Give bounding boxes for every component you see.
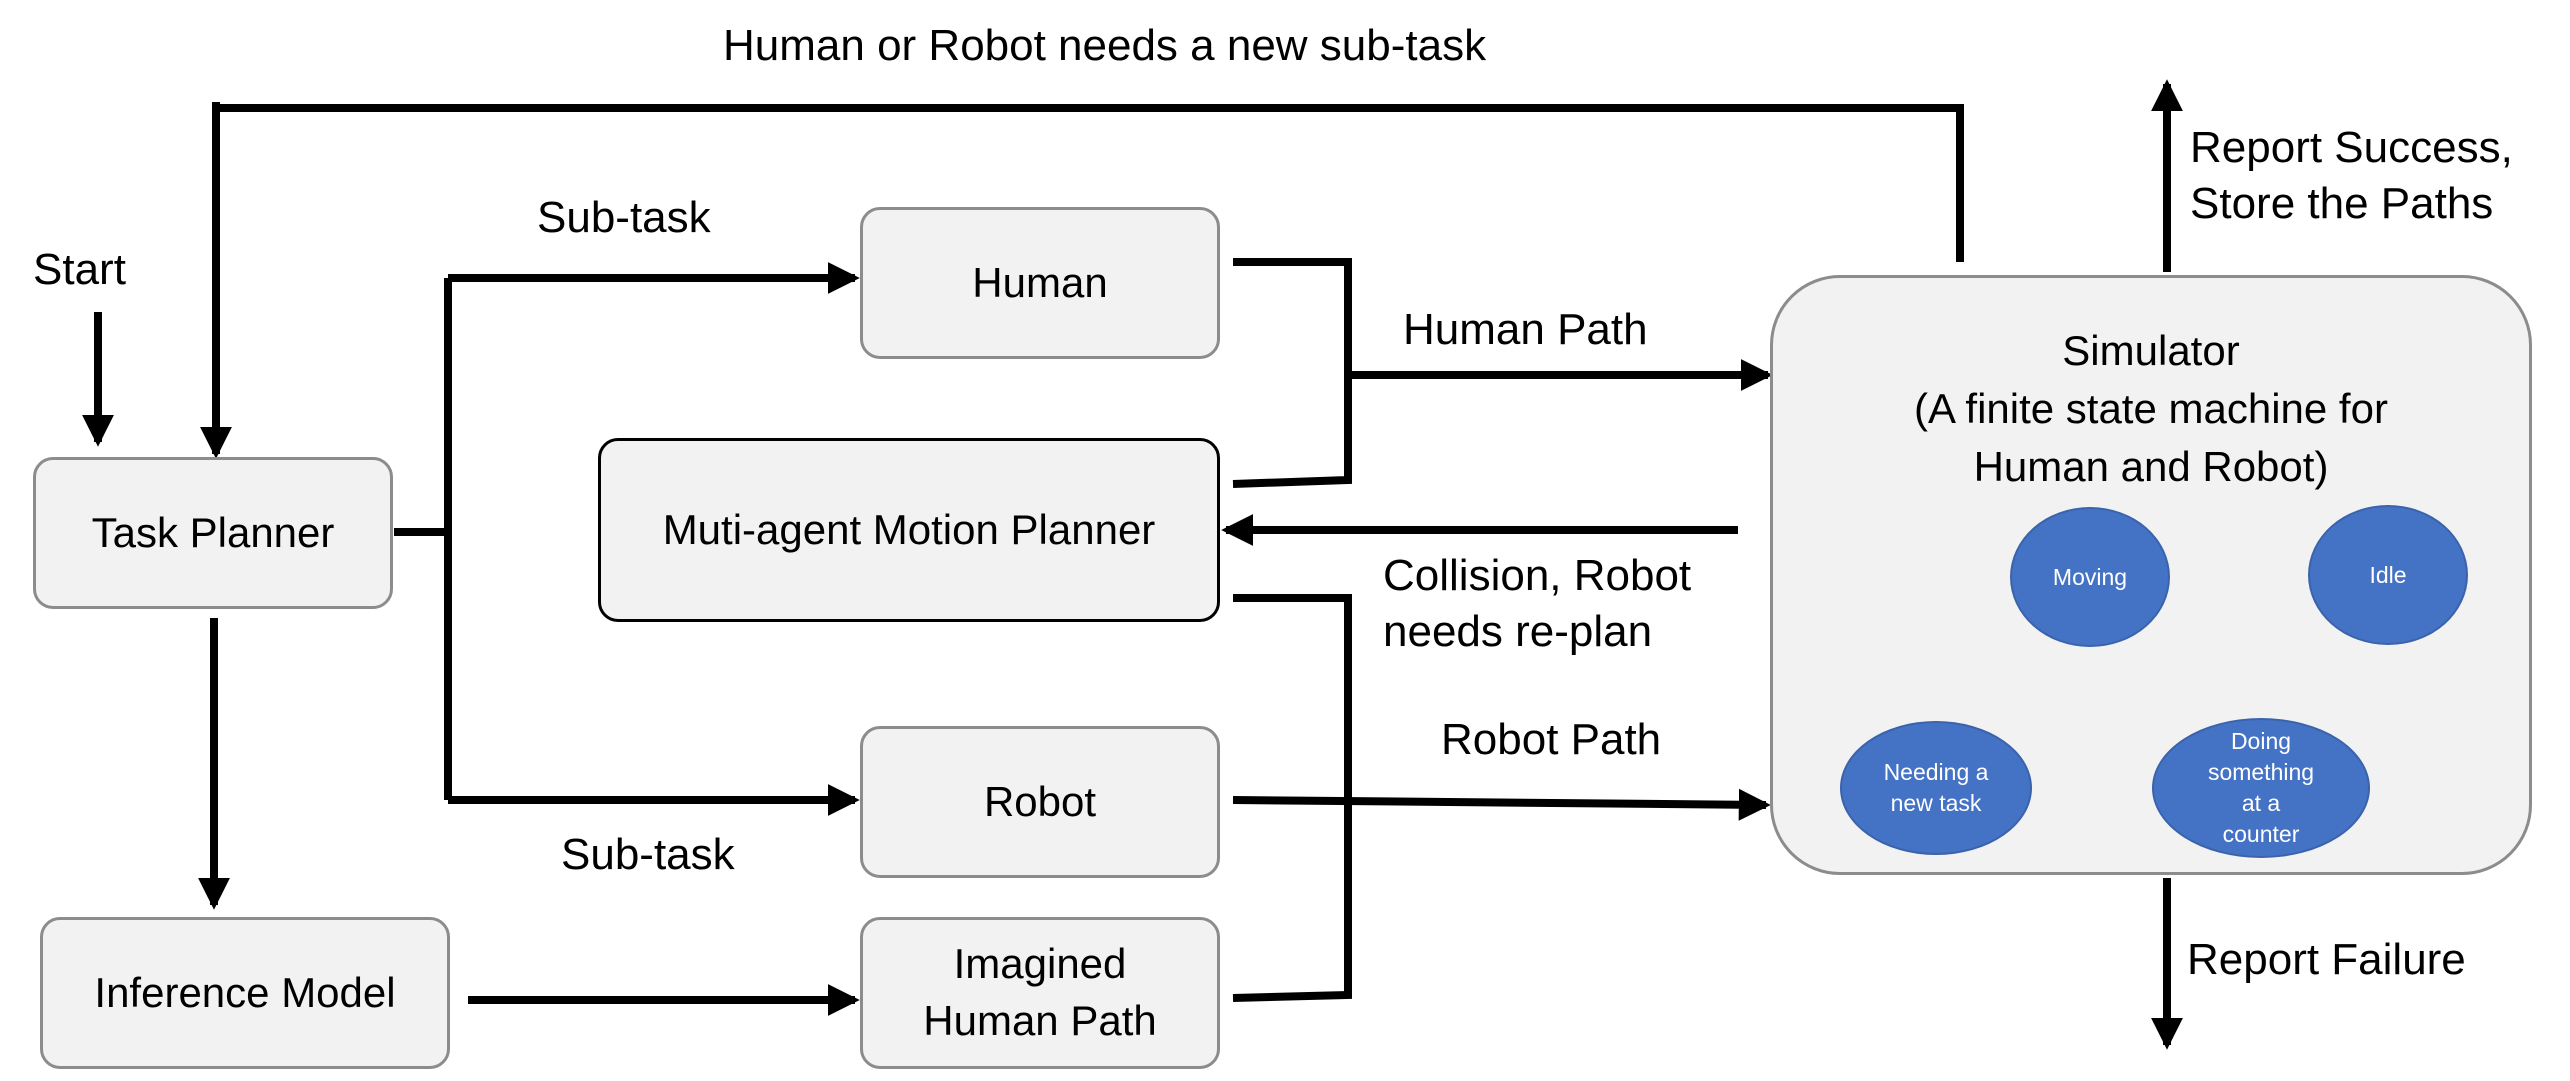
state-moving: Moving (2010, 507, 2170, 647)
motion-planner-box: Muti-agent Motion Planner (598, 438, 1220, 622)
inference-model-box: Inference Model (40, 917, 450, 1069)
human-bracket (1232, 258, 1352, 488)
imagined-path-label: Imagined Human Path (923, 940, 1157, 1044)
inference-model-label: Inference Model (94, 968, 396, 1016)
task-planner-label: Task Planner (91, 508, 335, 556)
robot-box: Robot (860, 726, 1220, 878)
state-idle: Idle (2308, 505, 2468, 645)
robot-path-arrow (1232, 788, 1771, 821)
report-failure-label: Report Failure (2187, 935, 2466, 984)
robot-label: Robot (983, 777, 1097, 825)
simulator-title: Simulator (A finite state machine for Hu… (1914, 327, 2388, 490)
state-needing-new-task: Needing a new task (1840, 721, 2032, 855)
imagined-path-box: Imagined Human Path (860, 917, 1220, 1069)
motion-planner-label: Muti-agent Motion Planner (662, 505, 1156, 553)
top-loop-label: Human or Robot needs a new sub-task (723, 21, 1487, 70)
robot-path-label: Robot Path (1441, 715, 1662, 764)
start-label: Start (33, 245, 126, 294)
task-planner-box: Task Planner (33, 457, 393, 609)
human-path-label: Human Path (1403, 305, 1648, 354)
human-label: Human (972, 258, 1108, 306)
state-doing-something: Doing something at a counter (2152, 718, 2370, 858)
human-box: Human (860, 207, 1220, 359)
subtask-top-label: Sub-task (537, 193, 711, 242)
subtask-bottom-label: Sub-task (561, 830, 735, 879)
planner-imagined-bracket (1232, 594, 1352, 1002)
collision-label: Collision, Robot needs re-plan (1383, 551, 1692, 656)
report-success-label: Report Success, Store the Paths (2190, 123, 2513, 228)
